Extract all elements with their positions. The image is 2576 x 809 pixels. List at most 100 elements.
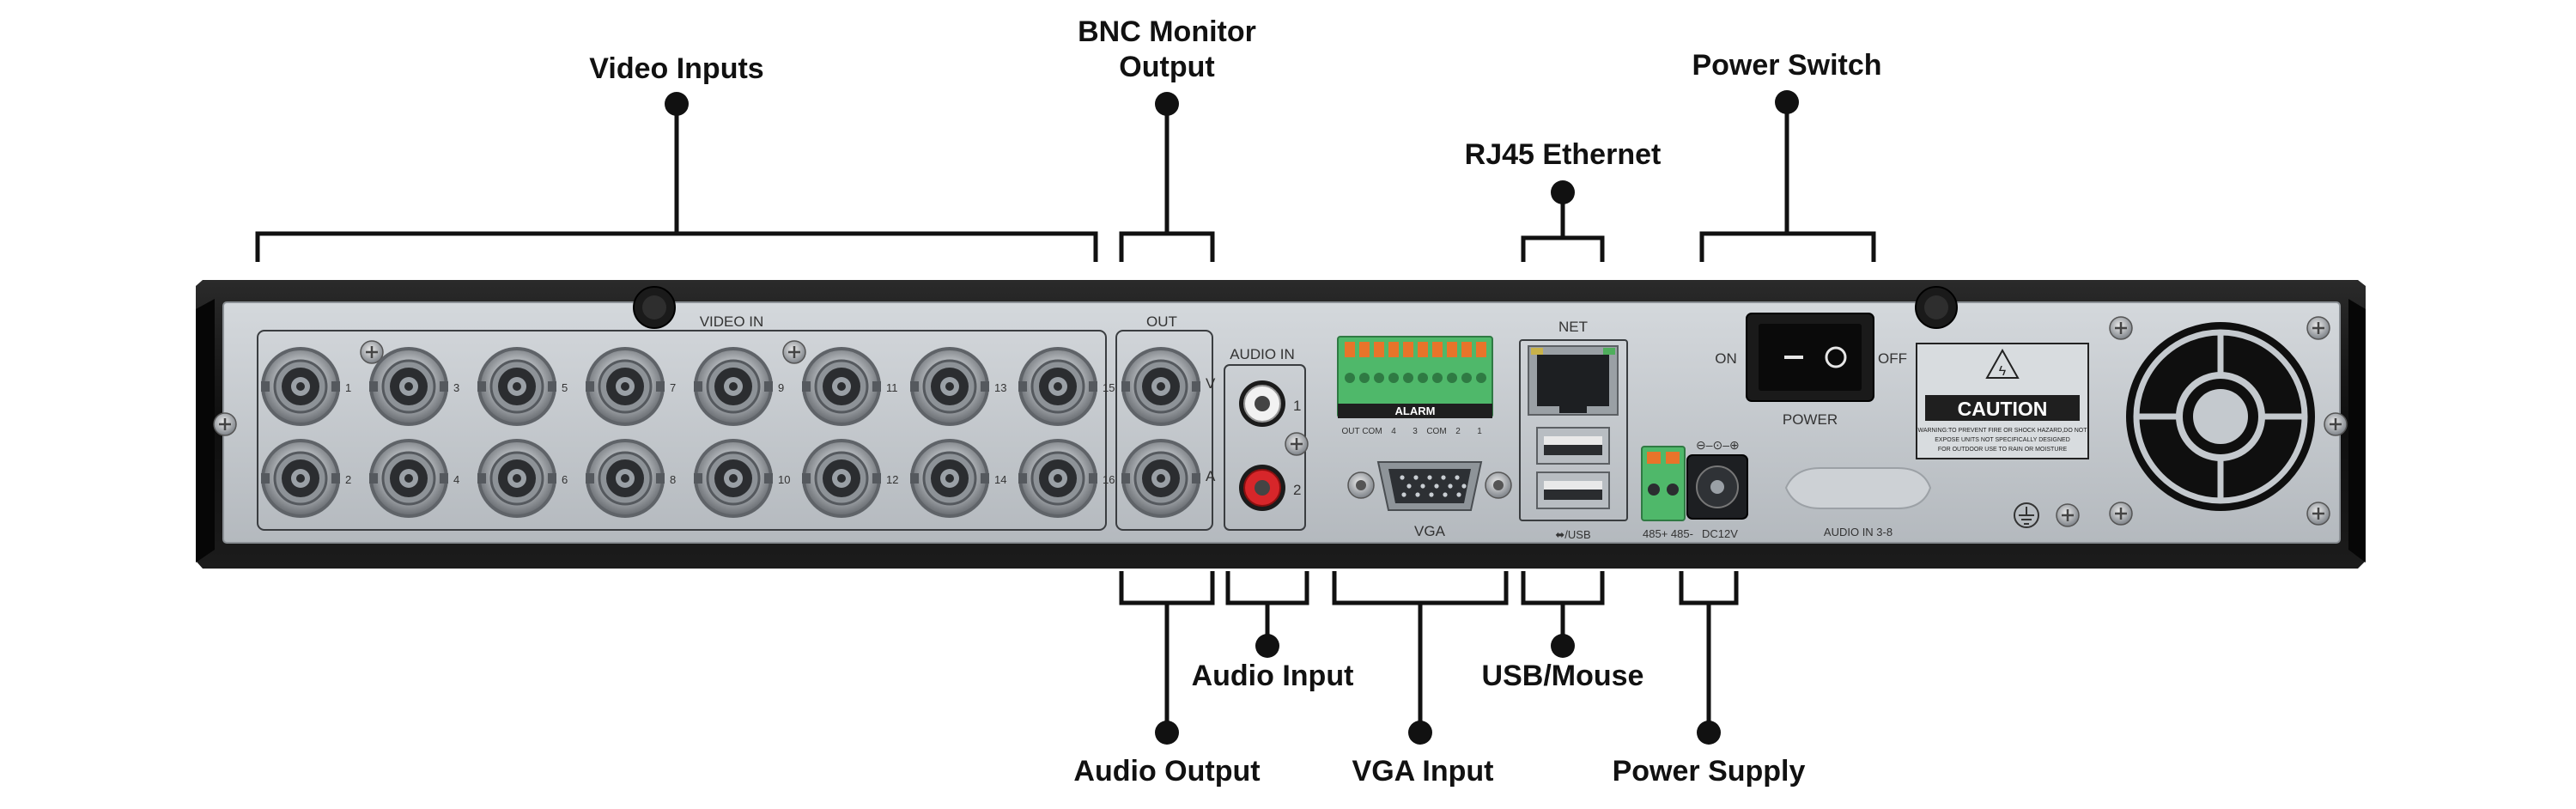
top-knob-left <box>633 286 676 329</box>
dot-vga-input <box>1408 721 1432 745</box>
callout-usb-mouse: USB/Mouse <box>1482 659 1644 694</box>
net-text: NET <box>1558 319 1588 335</box>
video-in-frame <box>257 330 1107 531</box>
alarm-pin <box>1374 342 1384 357</box>
bnc-video-input-3[interactable] <box>368 345 450 428</box>
bnc-video-input-13[interactable] <box>908 345 991 428</box>
rs485-text: 485+ 485- <box>1643 527 1693 540</box>
callout-bnc-line-1: BNC Monitor <box>1078 15 1256 48</box>
alarm-pin <box>1345 342 1355 357</box>
bnc-number-1: 1 <box>345 381 351 394</box>
vga-pin <box>1427 475 1432 480</box>
rca-audio-input-1[interactable] <box>1239 380 1285 427</box>
cooling-fan <box>2126 322 2315 511</box>
alarm-pin-label: 4 <box>1391 427 1396 436</box>
alarm-screw-hole <box>1418 373 1428 383</box>
dot-bnc-monitor-output <box>1155 92 1179 116</box>
switch-on-text: ON <box>1715 350 1737 367</box>
vga-pin <box>1406 484 1412 489</box>
audio-screw <box>1284 431 1309 457</box>
dot-power-switch <box>1775 90 1799 114</box>
callout-audio-input-text: Audio Input <box>1191 660 1354 692</box>
bnc-monitor-output-a[interactable] <box>1120 437 1202 520</box>
bnc-number-10: 10 <box>778 473 790 486</box>
bnc-video-input-16[interactable] <box>1017 437 1099 520</box>
rca-audio-output[interactable] <box>1239 465 1285 511</box>
callout-audio-output-text: Audio Output <box>1073 755 1261 788</box>
bnc-video-input-15[interactable] <box>1017 345 1099 428</box>
alarm-pin-label: OUT <box>1341 427 1359 436</box>
alarm-screw-hole <box>1447 373 1457 383</box>
net-usb-frame <box>1519 339 1628 521</box>
callout-audio-output: Audio Output <box>1073 754 1260 789</box>
bnc-video-input-4[interactable] <box>368 437 450 520</box>
out-frame <box>1115 330 1213 531</box>
power-text: POWER <box>1783 411 1838 428</box>
caution-line-2: EXPOSE UNITS NOT SPECIFICALLY DESIGNED <box>1935 437 2070 443</box>
vga-pin <box>1401 492 1406 497</box>
vga-port[interactable] <box>1347 461 1512 511</box>
dot-rj45-ethernet <box>1551 180 1575 204</box>
alarm-screw-hole <box>1374 373 1384 383</box>
callout-rj45-ethernet: RJ45 Ethernet <box>1465 137 1662 173</box>
bnc-number-2: 2 <box>345 473 351 486</box>
power-rocker-switch[interactable] <box>1746 313 1874 402</box>
video-in-screw-2 <box>781 339 807 365</box>
vga-pin <box>1420 484 1425 489</box>
dc12v-text: DC12V <box>1702 527 1738 540</box>
usb-port-2[interactable] <box>1536 471 1610 509</box>
chassis-screw-right <box>2323 411 2348 437</box>
dot-audio-input <box>1255 634 1279 658</box>
bnc-video-input-2[interactable] <box>259 437 342 520</box>
bnc-video-input-10[interactable] <box>692 437 775 520</box>
usb-port-1[interactable] <box>1536 427 1610 465</box>
audio-in-38-text: AUDIO IN 3-8 <box>1824 526 1893 538</box>
ground-icon <box>2014 502 2039 528</box>
callout-audio-input: Audio Input <box>1192 659 1354 694</box>
caution-label: ϟ CAUTION WARNING:TO PREVENT FIRE OR SHO… <box>1916 343 2089 459</box>
caution-line-1: WARNING:TO PREVENT FIRE OR SHOCK HAZARD,… <box>1917 428 2087 434</box>
callout-vga-input: VGA Input <box>1352 754 1494 789</box>
bnc-video-input-8[interactable] <box>584 437 666 520</box>
alarm-pin <box>1461 342 1472 357</box>
bnc-video-input-9[interactable] <box>692 345 775 428</box>
callout-video-inputs-text: Video Inputs <box>589 52 764 85</box>
switch-off-text: OFF <box>1878 350 1907 367</box>
bnc-video-input-7[interactable] <box>584 345 666 428</box>
alarm-pin <box>1359 342 1370 357</box>
bnc-video-input-1[interactable] <box>259 345 342 428</box>
alarm-pin <box>1388 342 1399 357</box>
alarm-screw-hole <box>1461 373 1472 383</box>
vga-pin <box>1441 475 1446 480</box>
dc-power-jack[interactable] <box>1686 454 1748 520</box>
bnc-video-input-5[interactable] <box>476 345 558 428</box>
bnc-video-input-12[interactable] <box>800 437 883 520</box>
fan-screw-4 <box>2306 501 2331 526</box>
alarm-screw-hole <box>1403 373 1413 383</box>
callout-power-switch: Power Switch <box>1692 48 1881 83</box>
bnc-video-input-6[interactable] <box>476 437 558 520</box>
alarm-pin-label: COM <box>1362 427 1382 436</box>
bnc-number-14: 14 <box>994 473 1006 486</box>
alarm-pin <box>1476 342 1486 357</box>
bnc-number-9: 9 <box>778 381 784 394</box>
caution-line-3: FOR OUTDOOR USE TO RAIN OR MOISTURE <box>1938 447 2068 453</box>
bnc-number-11: 11 <box>886 381 898 394</box>
chassis-screw-left <box>212 411 238 437</box>
bnc-video-input-14[interactable] <box>908 437 991 520</box>
rj45-ethernet-port[interactable] <box>1528 345 1619 416</box>
callout-power-supply-text: Power Supply <box>1612 755 1806 788</box>
out-v-label: V <box>1206 375 1216 392</box>
bnc-monitor-output-v[interactable] <box>1120 345 1202 428</box>
fan-screw-2 <box>2306 315 2331 341</box>
bnc-number-3: 3 <box>453 381 459 394</box>
vga-pin <box>1443 492 1448 497</box>
vga-text: VGA <box>1414 523 1446 539</box>
rs485-terminal[interactable] <box>1641 446 1686 521</box>
alarm-terminal-block[interactable] <box>1337 336 1493 418</box>
bnc-video-input-11[interactable] <box>800 345 883 428</box>
